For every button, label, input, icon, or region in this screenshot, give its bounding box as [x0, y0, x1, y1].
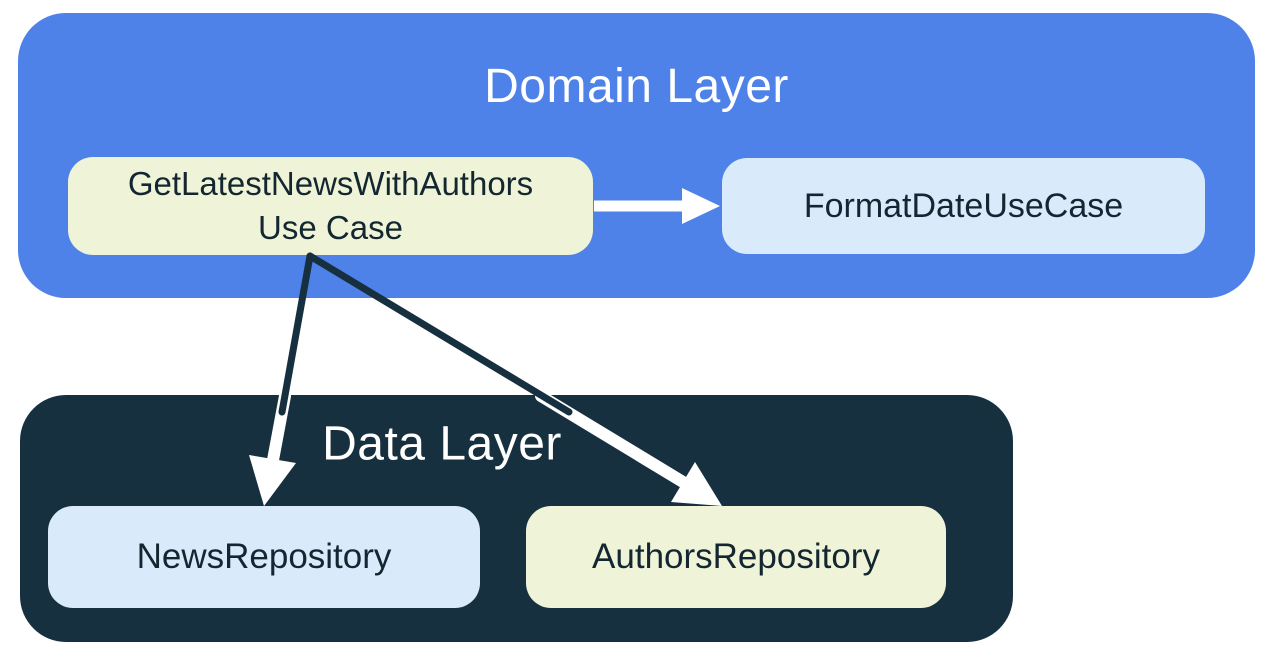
format-date-use-case-node: FormatDateUseCase: [722, 158, 1205, 254]
news-repository-node: NewsRepository: [48, 506, 480, 608]
data-layer-title: Data Layer: [322, 417, 562, 471]
use-case-label-line2: Use Case: [258, 209, 403, 246]
authors-repository-node: AuthorsRepository: [526, 506, 946, 608]
use-case-label-line1: GetLatestNewsWithAuthors: [127, 165, 534, 202]
domain-layer-title: Domain Layer: [484, 60, 789, 113]
data-layer-container: Data Layer NewsRepository AuthorsReposit…: [20, 395, 1013, 642]
domain-layer-container: Domain Layer GetLatestNewsWithAuthors Us…: [18, 13, 1255, 298]
use-case-node: GetLatestNewsWithAuthors Use Case: [68, 157, 593, 255]
